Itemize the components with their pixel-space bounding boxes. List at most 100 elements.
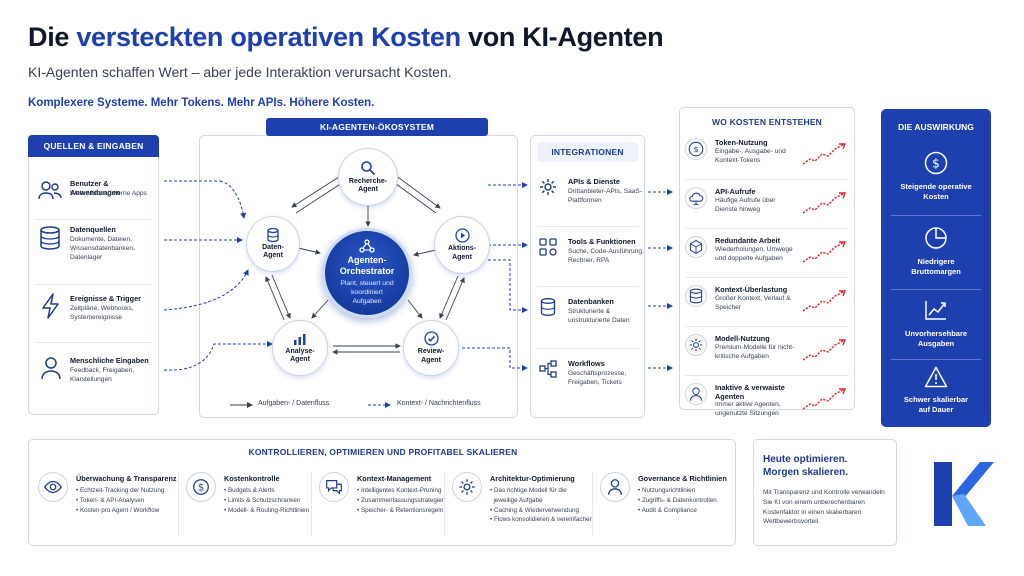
cta-title-line1: Heute optimieren. xyxy=(763,454,848,465)
source-desc: Web, Mobile, interne Apps xyxy=(70,190,147,197)
person-icon-wrap xyxy=(685,383,707,405)
control-title: Kontext-Management xyxy=(357,474,432,483)
cloud-icon xyxy=(689,192,704,205)
control-item: Kontext-Management • Intelligentes Kontex… xyxy=(317,468,450,542)
control-bullet: • Zugriffs- & Datenkontrollen xyxy=(638,496,717,504)
node-label: Analyse-Agent xyxy=(285,347,315,363)
node-label: Recherche-Agent xyxy=(348,177,388,193)
trend-line xyxy=(802,340,844,361)
control-title: Architektur-Optimierung xyxy=(490,474,575,483)
legend-solid: Aufgaben- / Datenfluss xyxy=(258,400,330,407)
column-divider xyxy=(311,472,312,536)
page-tagline: Komplexere Systeme. Mehr Tokens. Mehr AP… xyxy=(28,97,375,109)
integration-item-databases: Datenbanken Strukturierte & unstrukturie… xyxy=(539,296,643,346)
rising-trend-chart xyxy=(802,339,847,361)
dollar-icon-wrap: $ xyxy=(685,138,707,160)
integrations-heading: INTEGRATIONEN xyxy=(537,142,638,162)
impact-label: Unvorhersehbare Ausgaben xyxy=(904,329,968,349)
node-research-agent[interactable]: Recherche-Agent xyxy=(338,148,398,206)
trend-line xyxy=(802,144,844,165)
control-item: Überwachung & Transparenz • Echtzeit-Trac… xyxy=(36,468,184,542)
control-bullets: • Echtzeit-Tracking der Nutzung• Token- … xyxy=(76,486,164,515)
trend-icon xyxy=(925,301,946,320)
cost-desc: Großer Kontext, Verlauf & Speicher xyxy=(715,295,791,311)
integration-title: Workflows xyxy=(568,359,605,368)
impact-heading: DIE AUSWIRKUNG xyxy=(898,122,974,132)
control-bullet: • Das richtige Modell für die xyxy=(490,487,567,494)
rising-trend-chart xyxy=(802,290,847,312)
ecosystem-heading: KI-AGENTEN-ÖKOSYSTEM xyxy=(266,118,488,136)
integration-item-apis: APIs & Dienste Drittanbieter-APIs, SaaS-… xyxy=(539,176,643,226)
source-item-datasources: Datenquellen Dokumente, Dateien, Wissens… xyxy=(37,224,155,282)
box-icon xyxy=(689,240,703,254)
database-icon xyxy=(689,288,703,304)
trend-line xyxy=(802,242,844,263)
control-title: Überwachung & Transparenz xyxy=(76,474,177,483)
control-bullet: jeweilige Aufgabe xyxy=(490,496,543,504)
integration-desc: Strukturierte & unstrukturierte Daten xyxy=(568,308,630,324)
rising-trend-chart xyxy=(802,143,847,165)
impact-panel: DIE AUSWIRKUNG $ Steigende operative Kos… xyxy=(881,109,991,427)
orchestrator-title: Agenten-Orchestrator xyxy=(339,255,395,277)
pie-chart-icon xyxy=(925,227,947,249)
control-bullet: • Echtzeit-Tracking der Nutzung xyxy=(76,487,165,494)
column-divider xyxy=(592,472,593,536)
workflow-icon xyxy=(539,360,557,378)
integration-title: Tools & Funktionen xyxy=(568,237,636,246)
control-bullet: • Nutzungsrichtlinien xyxy=(638,487,696,494)
node-action-agent[interactable]: Aktions-Agent xyxy=(434,216,490,274)
control-list: Überwachung & Transparenz • Echtzeit-Trac… xyxy=(36,468,732,542)
eye-icon xyxy=(44,480,62,494)
cost-title: Kontext-Überlastung xyxy=(715,285,788,294)
control-bullet: • Speicher- & Retentionsregeln xyxy=(357,506,444,514)
trend-line xyxy=(802,389,844,410)
control-title: Governance & Richtlinien xyxy=(638,474,727,483)
trend-arrow xyxy=(839,388,847,395)
costs-heading: WO KOSTEN ENTSTEHEN xyxy=(686,113,848,131)
gear-icon xyxy=(689,338,703,352)
integration-desc: Geschäftsprozesse, Freigaben, Tickets xyxy=(568,370,627,386)
control-bullets: • Das richtige Modell für die jeweilige … xyxy=(490,486,593,525)
database-icon-wrap xyxy=(685,285,707,307)
title-highlight: versteckten operativen Kosten xyxy=(76,22,461,52)
control-bullet: • Caching & Wiederverwendung xyxy=(490,506,580,514)
control-bullet: • Modell- & Routing-Richtlinien xyxy=(224,506,310,514)
check-circle-icon xyxy=(423,331,439,346)
gear-icon-wrap xyxy=(452,472,482,502)
node-review-agent[interactable]: Review-Agent xyxy=(403,320,459,376)
divider xyxy=(685,179,849,180)
orchestrator-desc: Plant, steuert und koordiniert Aufgaben xyxy=(340,280,394,305)
control-item: Architektur-Optimierung • Das richtige Mo… xyxy=(450,468,598,542)
search-icon xyxy=(361,160,376,175)
impact-label: Schwer skalierbar auf Dauer xyxy=(903,395,969,415)
dollar-icon: $ xyxy=(688,141,704,157)
cost-title: API-Aufrufe xyxy=(715,187,756,196)
warning-icon xyxy=(924,366,948,388)
cta-panel: Heute optimieren. Morgen skalieren. Mit … xyxy=(753,439,897,546)
divider xyxy=(685,375,849,376)
cost-desc: Eingabe-, Ausgabe- und Kontext-Tokens xyxy=(715,148,786,164)
control-item: Governance & Richtlinien • Nutzungsrichtl… xyxy=(598,468,728,542)
node-orchestrator[interactable]: Agenten-Orchestrator Plant, steuert und … xyxy=(322,228,412,318)
control-bullet: • Flows konsolidieren & vereinfachen xyxy=(490,516,594,524)
trend-arrow xyxy=(839,290,847,297)
database-icon xyxy=(40,226,60,250)
impact-label: Steigende operative Kosten xyxy=(900,182,972,202)
source-title: Ereignisse & Trigger xyxy=(70,294,141,303)
legend-dashed: Kontext- / Nachrichtenfluss xyxy=(397,400,481,407)
divider xyxy=(685,228,849,229)
gear-icon xyxy=(540,179,556,195)
cost-title: Inaktive & verwaiste Agenten xyxy=(715,383,785,402)
source-desc: Dokumente, Dateien, Wissensdatenbanken, … xyxy=(70,236,135,261)
column-divider xyxy=(178,472,179,536)
node-analysis-agent[interactable]: Analyse-Agent xyxy=(272,320,328,376)
eye-icon-wrap xyxy=(38,472,68,502)
control-bullets: • Intelligentes Kontext-Pruning• Zusamme… xyxy=(357,486,445,515)
network-icon xyxy=(359,239,375,254)
integration-item-workflows: Workflows Geschäftsprozesse, Freigaben, … xyxy=(539,358,643,408)
page-title: Die versteckten operativen Kosten von KI… xyxy=(28,22,664,52)
node-data-agent[interactable]: Daten-Agent xyxy=(246,216,300,272)
control-bullets: • Nutzungsrichtlinien • Zugriffs- & Daten… xyxy=(638,486,717,515)
